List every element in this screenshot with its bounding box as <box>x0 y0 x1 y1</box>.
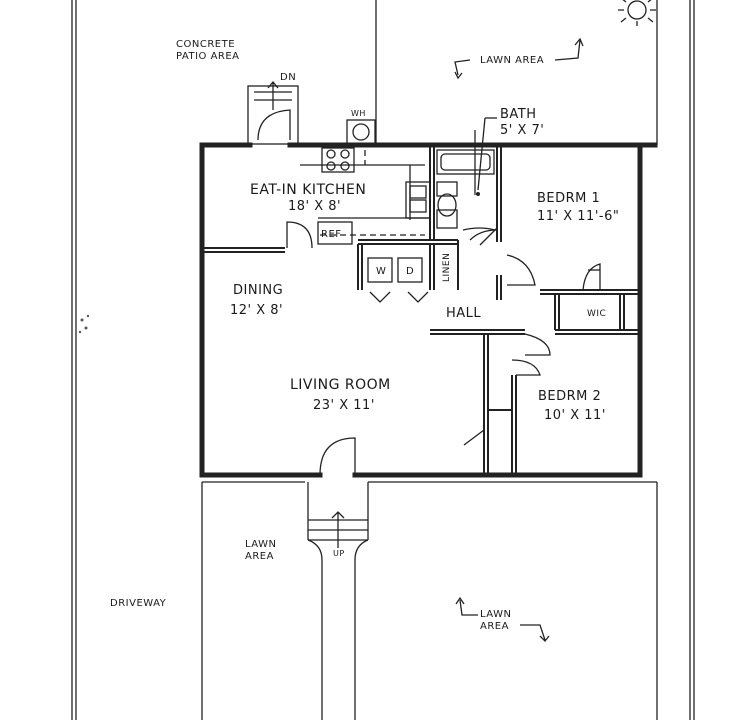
lawn-top-label: LAWN AREA <box>480 55 544 66</box>
linen-label: LINEN <box>442 253 452 282</box>
patio-label-line1: CONCRETE <box>176 39 235 50</box>
hall-label: HALL <box>446 306 481 321</box>
stair-up-label: UP <box>333 549 345 558</box>
dining-label: DINING <box>233 283 283 298</box>
living-room-size: 23' X 11' <box>313 398 375 413</box>
dots <box>78 192 480 334</box>
wic-label: WIC <box>587 309 606 319</box>
bedroom2-label: BEDRM 2 <box>538 389 601 404</box>
dining-size: 12' X 8' <box>230 303 283 318</box>
interior-walls <box>204 147 640 475</box>
washer-label: W <box>376 266 386 277</box>
bedroom2-size: 10' X 11' <box>544 408 606 423</box>
bedroom1-label: BEDRM 1 <box>537 191 600 206</box>
back-stair <box>247 80 299 145</box>
refrigerator-label: REF <box>321 229 342 240</box>
bath-size: 5' X 7' <box>500 123 544 138</box>
kitchen-label: EAT-IN KITCHEN <box>250 182 366 198</box>
dryer-label: D <box>406 266 414 277</box>
exterior-walls <box>199 142 658 478</box>
range-icon <box>321 147 355 173</box>
living-room-label: LIVING ROOM <box>290 377 391 393</box>
kitchen-cabinets <box>300 150 431 245</box>
water-heater-label: WH <box>351 109 366 118</box>
bedroom1-size: 11' X 11'-6" <box>537 209 619 224</box>
lawn-bottom-label-line1: LAWN <box>480 609 511 620</box>
doors <box>286 221 601 476</box>
bath-fixtures <box>436 130 496 231</box>
lawn-left-label-line2: AREA <box>245 551 274 562</box>
front-walk <box>307 482 369 720</box>
tree-symbol <box>618 0 656 26</box>
annotation-arrows <box>454 37 584 642</box>
water-heater-icon <box>346 119 376 145</box>
kitchen-size: 18' X 8' <box>288 199 341 214</box>
property-lines <box>71 0 695 720</box>
patio-label-line2: PATIO AREA <box>176 51 240 62</box>
lawn-left-label-line1: LAWN <box>245 539 276 550</box>
laundry-appliances <box>367 257 423 283</box>
bath-label: BATH <box>500 107 537 122</box>
lawn-bottom-label-line2: AREA <box>480 621 509 632</box>
stair-down-label: DN <box>280 72 296 83</box>
driveway-label: DRIVEWAY <box>110 598 167 609</box>
